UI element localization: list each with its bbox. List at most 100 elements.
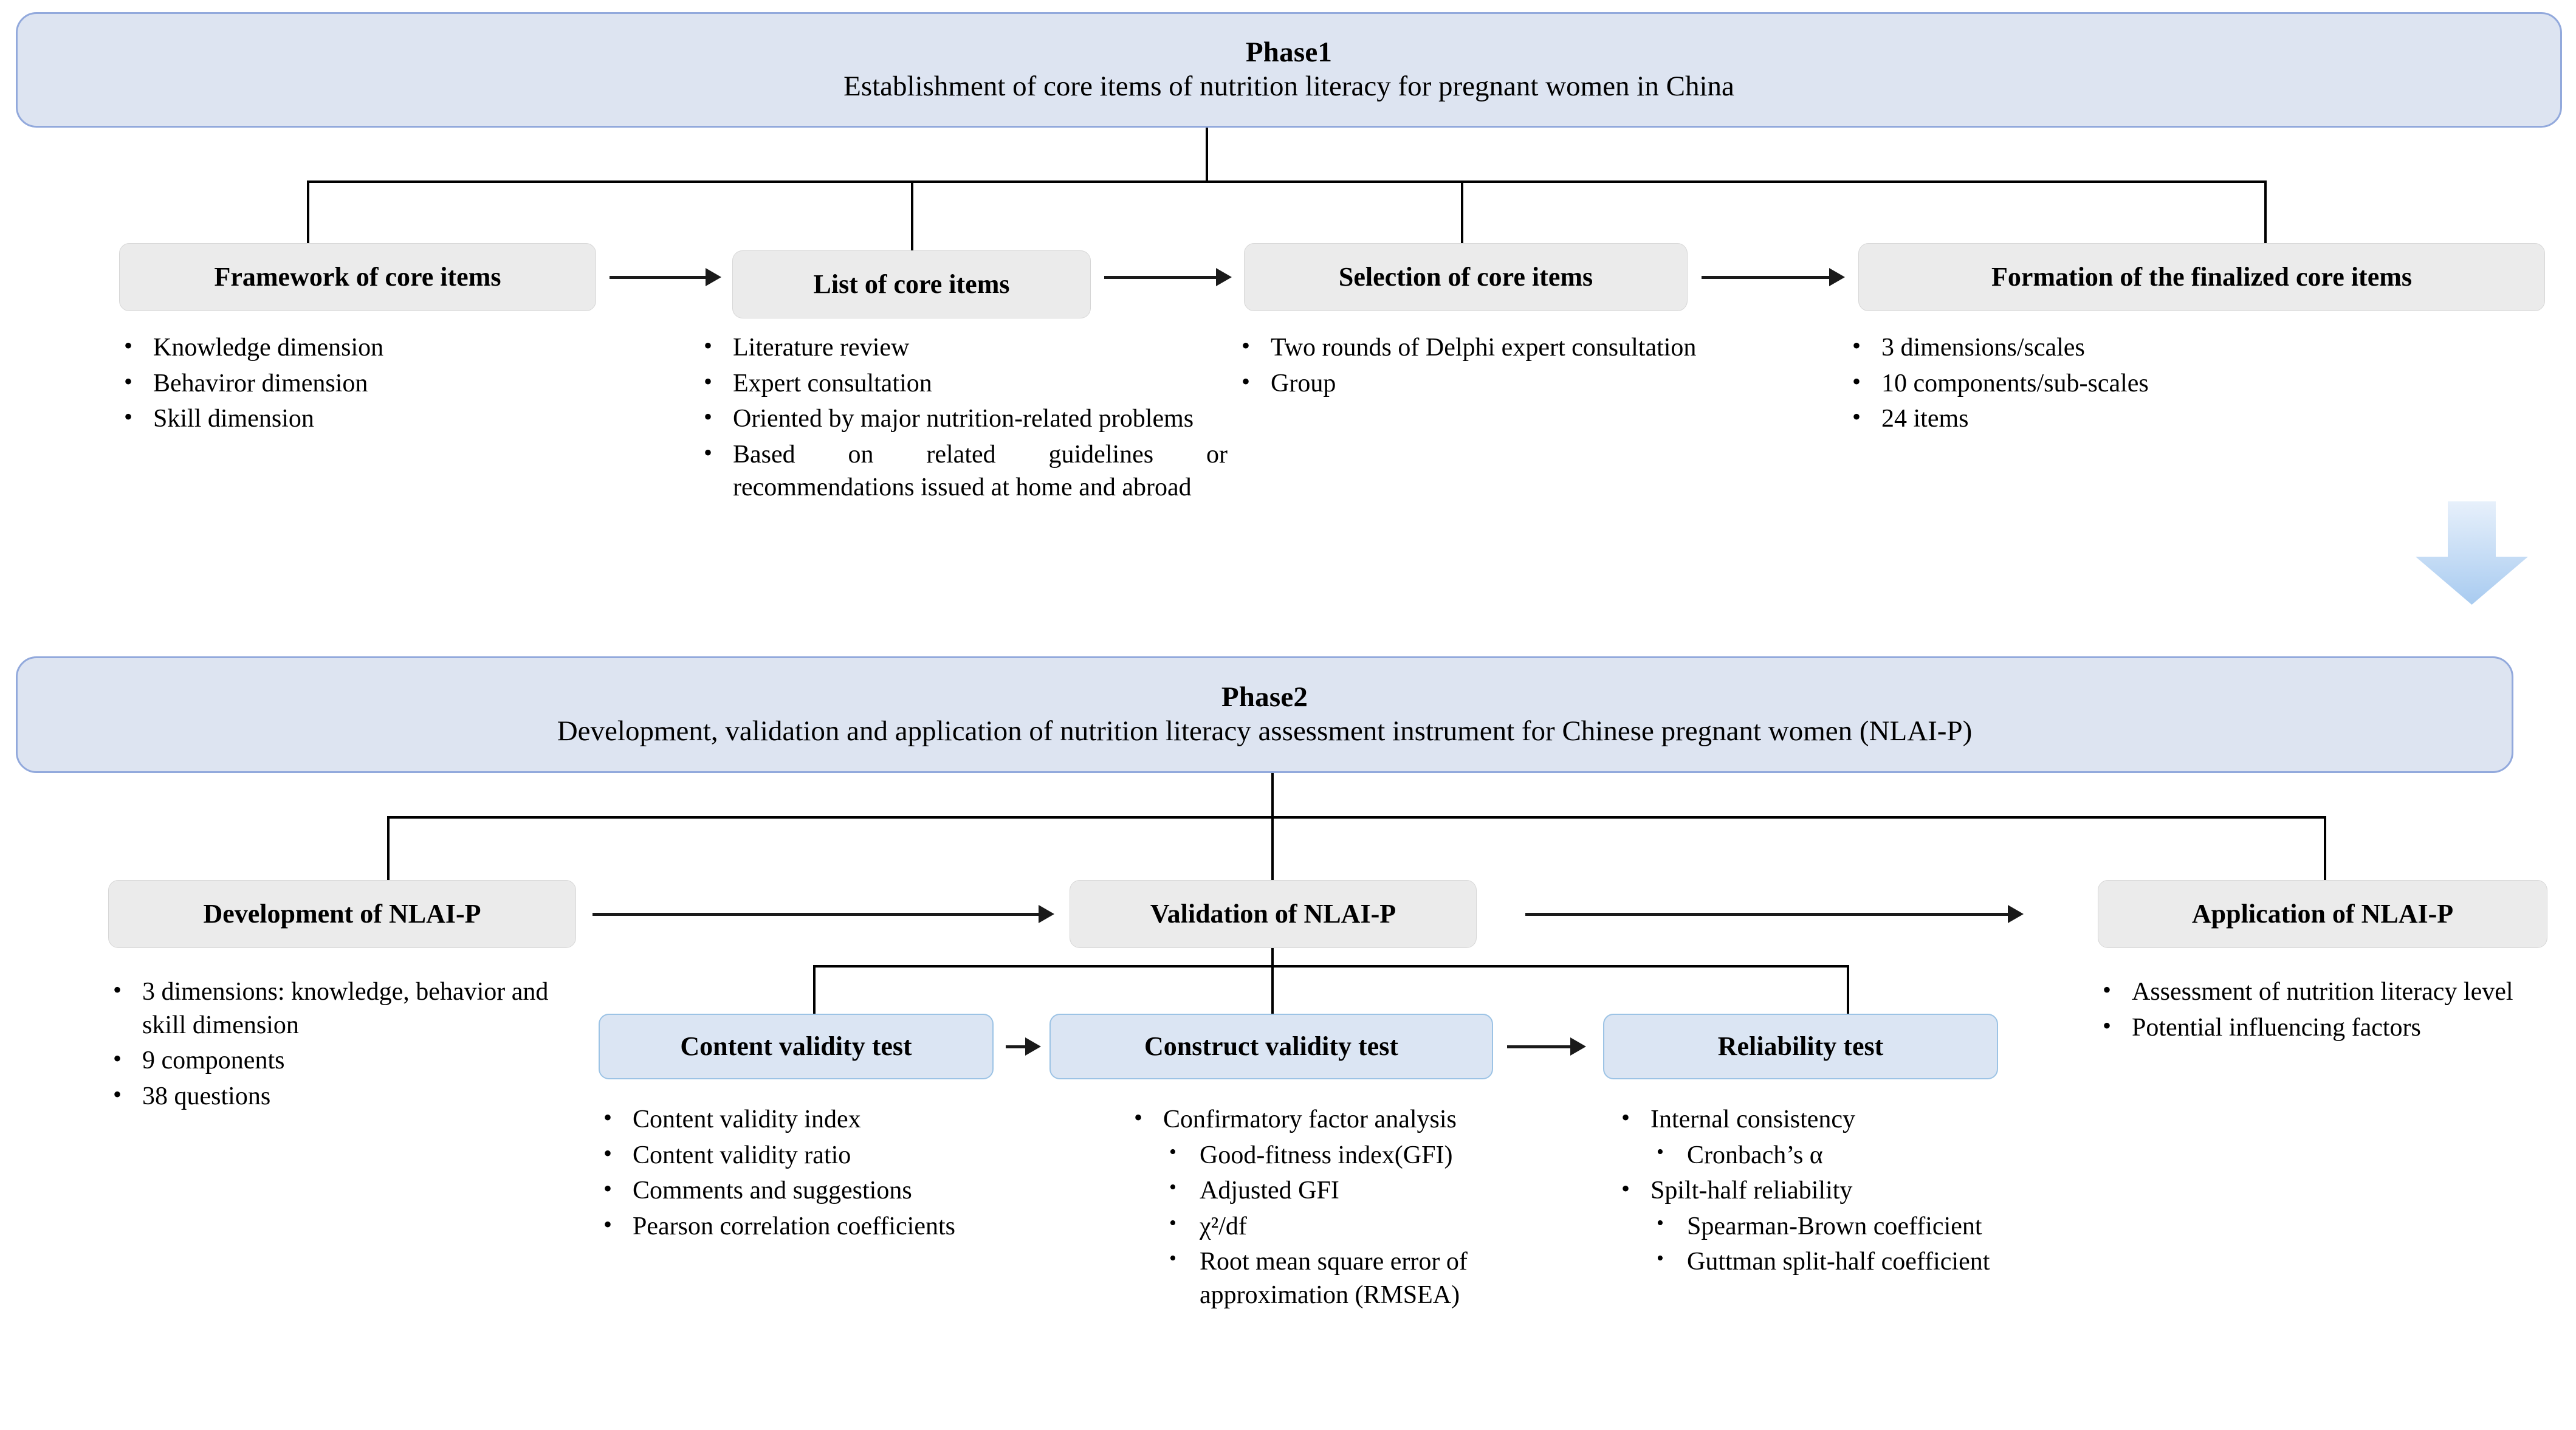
- arrow-content-to-construct: [1006, 1037, 1041, 1056]
- list-item: Potential influencing factors: [2098, 1010, 2560, 1045]
- validation-bracket-connector: [813, 965, 1849, 968]
- phase2-drop-connector-2: [1271, 816, 1274, 882]
- list-item: Good-fitness index(GFI): [1129, 1139, 1609, 1172]
- list-item: Content validity index: [599, 1102, 1018, 1136]
- arrow-head-icon: [706, 268, 721, 286]
- list-item: Confirmatory factor analysis: [1129, 1102, 1609, 1136]
- arrow-head-icon: [1025, 1037, 1041, 1056]
- list-item: Guttman split-half coefficient: [1616, 1245, 2042, 1279]
- node-construct-validity-test[interactable]: Construct validity test: [1049, 1014, 1493, 1079]
- validation-drop-connector-3: [1847, 965, 1849, 1017]
- bullets-content-validity-test: Content validity index Content validity …: [599, 1102, 1018, 1245]
- phase1-banner: Phase1 Establishment of core items of nu…: [16, 12, 2562, 128]
- phase2-bracket-connector: [387, 816, 2326, 819]
- node-label: Reliability test: [1717, 1031, 1884, 1061]
- arrow-shaft: [592, 912, 1039, 916]
- list-item: Adjusted GFI: [1129, 1174, 1609, 1208]
- bullets-reliability-test: Internal consistency Cronbach’s α Spilt-…: [1616, 1102, 2042, 1281]
- arrow-shaft: [1702, 275, 1829, 279]
- list-item: 3 dimensions/scales: [1847, 330, 2528, 365]
- phase1-drop-connector-3: [1461, 180, 1463, 245]
- arrow-shaft: [1507, 1045, 1570, 1048]
- bullets-development-of-nlai-p: 3 dimensions: knowledge, behavior and sk…: [108, 974, 588, 1115]
- arrow-validation-to-application: [1525, 905, 2024, 923]
- phase2-trunk-connector: [1271, 773, 1274, 819]
- list-item: Expert consultation: [699, 366, 1228, 400]
- arrow-head-icon: [1829, 268, 1845, 286]
- list-item: Internal consistency: [1616, 1102, 2042, 1136]
- node-selection-of-core-items[interactable]: Selection of core items: [1244, 243, 1688, 311]
- arrow-head-icon: [1216, 268, 1232, 286]
- arrow-shaft: [1006, 1045, 1025, 1048]
- node-label: Content validity test: [680, 1031, 912, 1061]
- arrow-head-icon: [1570, 1037, 1586, 1056]
- list-item: Skill dimension: [119, 401, 599, 436]
- node-validation-of-nlai-p[interactable]: Validation of NLAI-P: [1070, 880, 1477, 948]
- phase1-trunk-connector: [1206, 128, 1208, 182]
- bullets-framework-of-core-items: Knowledge dimension Behaviror dimension …: [119, 330, 599, 438]
- node-label: Development of NLAI-P: [203, 898, 481, 929]
- bullets-construct-validity-test: Confirmatory factor analysis Good-fitnes…: [1129, 1102, 1609, 1315]
- list-item: 3 dimensions: knowledge, behavior and sk…: [108, 974, 588, 1042]
- list-item: Spilt-half reliability: [1616, 1173, 2042, 1208]
- arrow-head-icon: [1039, 905, 1054, 923]
- phase1-drop-connector-1: [307, 180, 309, 245]
- bullets-list-of-core-items: Literature review Expert consultation Or…: [699, 330, 1228, 507]
- node-formation-of-finalized-core-items[interactable]: Formation of the finalized core items: [1858, 243, 2545, 311]
- list-item: 24 items: [1847, 401, 2528, 436]
- node-development-of-nlai-p[interactable]: Development of NLAI-P: [108, 880, 576, 948]
- list-item: Spearman-Brown coefficient: [1616, 1210, 2042, 1243]
- validation-drop-connector-1: [813, 965, 816, 1017]
- phase2-banner: Phase2 Development, validation and appli…: [16, 656, 2513, 773]
- node-label: List of core items: [813, 269, 1010, 299]
- list-item: Content validity ratio: [599, 1138, 1018, 1172]
- arrow-head-icon: [2008, 905, 2024, 923]
- node-reliability-test[interactable]: Reliability test: [1603, 1014, 1998, 1079]
- node-label: Selection of core items: [1338, 261, 1593, 292]
- phase1-drop-connector-2: [911, 180, 913, 252]
- node-label: Validation of NLAI-P: [1150, 898, 1396, 929]
- list-item: Group: [1237, 366, 1729, 400]
- node-label: Application of NLAI-P: [2191, 898, 2454, 929]
- arrow-construct-to-reliability: [1507, 1037, 1586, 1056]
- list-item: Behaviror dimension: [119, 366, 599, 400]
- list-item: Cronbach’s α: [1616, 1139, 2042, 1172]
- phase-transition-down-arrow-icon: [2406, 498, 2537, 608]
- node-label: Framework of core items: [214, 261, 501, 292]
- list-item: 9 components: [108, 1043, 588, 1078]
- list-item: χ²/df: [1129, 1210, 1609, 1243]
- bullets-formation-of-finalized-core-items: 3 dimensions/scales 10 components/sub-sc…: [1847, 330, 2528, 438]
- list-item: Knowledge dimension: [119, 330, 599, 365]
- list-item: Assessment of nutrition literacy level: [2098, 974, 2560, 1009]
- phase2-drop-connector-1: [387, 816, 390, 882]
- node-list-of-core-items[interactable]: List of core items: [732, 250, 1091, 318]
- arrow-list-to-selection: [1104, 268, 1232, 286]
- list-item: Oriented by major nutrition-related prob…: [699, 401, 1228, 436]
- bullets-selection-of-core-items: Two rounds of Delphi expert consultation…: [1237, 330, 1729, 402]
- node-label: Formation of the finalized core items: [1991, 261, 2412, 292]
- arrow-development-to-validation: [592, 905, 1054, 923]
- list-item: Comments and suggestions: [599, 1173, 1018, 1208]
- list-item: 38 questions: [108, 1079, 588, 1113]
- list-item: Root mean square error of approximation …: [1129, 1245, 1609, 1311]
- phase2-drop-connector-3: [2324, 816, 2326, 882]
- phase1-bracket-connector: [307, 180, 2267, 183]
- arrow-shaft: [610, 275, 706, 279]
- arrow-selection-to-formation: [1702, 268, 1845, 286]
- node-label: Construct validity test: [1144, 1031, 1398, 1061]
- arrow-framework-to-list: [610, 268, 721, 286]
- node-application-of-nlai-p[interactable]: Application of NLAI-P: [2098, 880, 2547, 948]
- list-item: Pearson correlation coefficients: [599, 1209, 1018, 1243]
- list-item: 10 components/sub-scales: [1847, 366, 2528, 400]
- list-item: Literature review: [699, 330, 1228, 365]
- node-content-validity-test[interactable]: Content validity test: [599, 1014, 994, 1079]
- phase1-title: Phase1: [1245, 36, 1333, 68]
- arrow-shaft: [1104, 275, 1216, 279]
- bullets-application-of-nlai-p: Assessment of nutrition literacy level P…: [2098, 974, 2560, 1047]
- validation-drop-connector-2: [1271, 965, 1274, 1017]
- node-framework-of-core-items[interactable]: Framework of core items: [119, 243, 596, 311]
- arrow-shaft: [1525, 912, 2008, 916]
- phase1-drop-connector-4: [2264, 180, 2267, 245]
- phase1-subtitle: Establishment of core items of nutrition…: [843, 70, 1734, 103]
